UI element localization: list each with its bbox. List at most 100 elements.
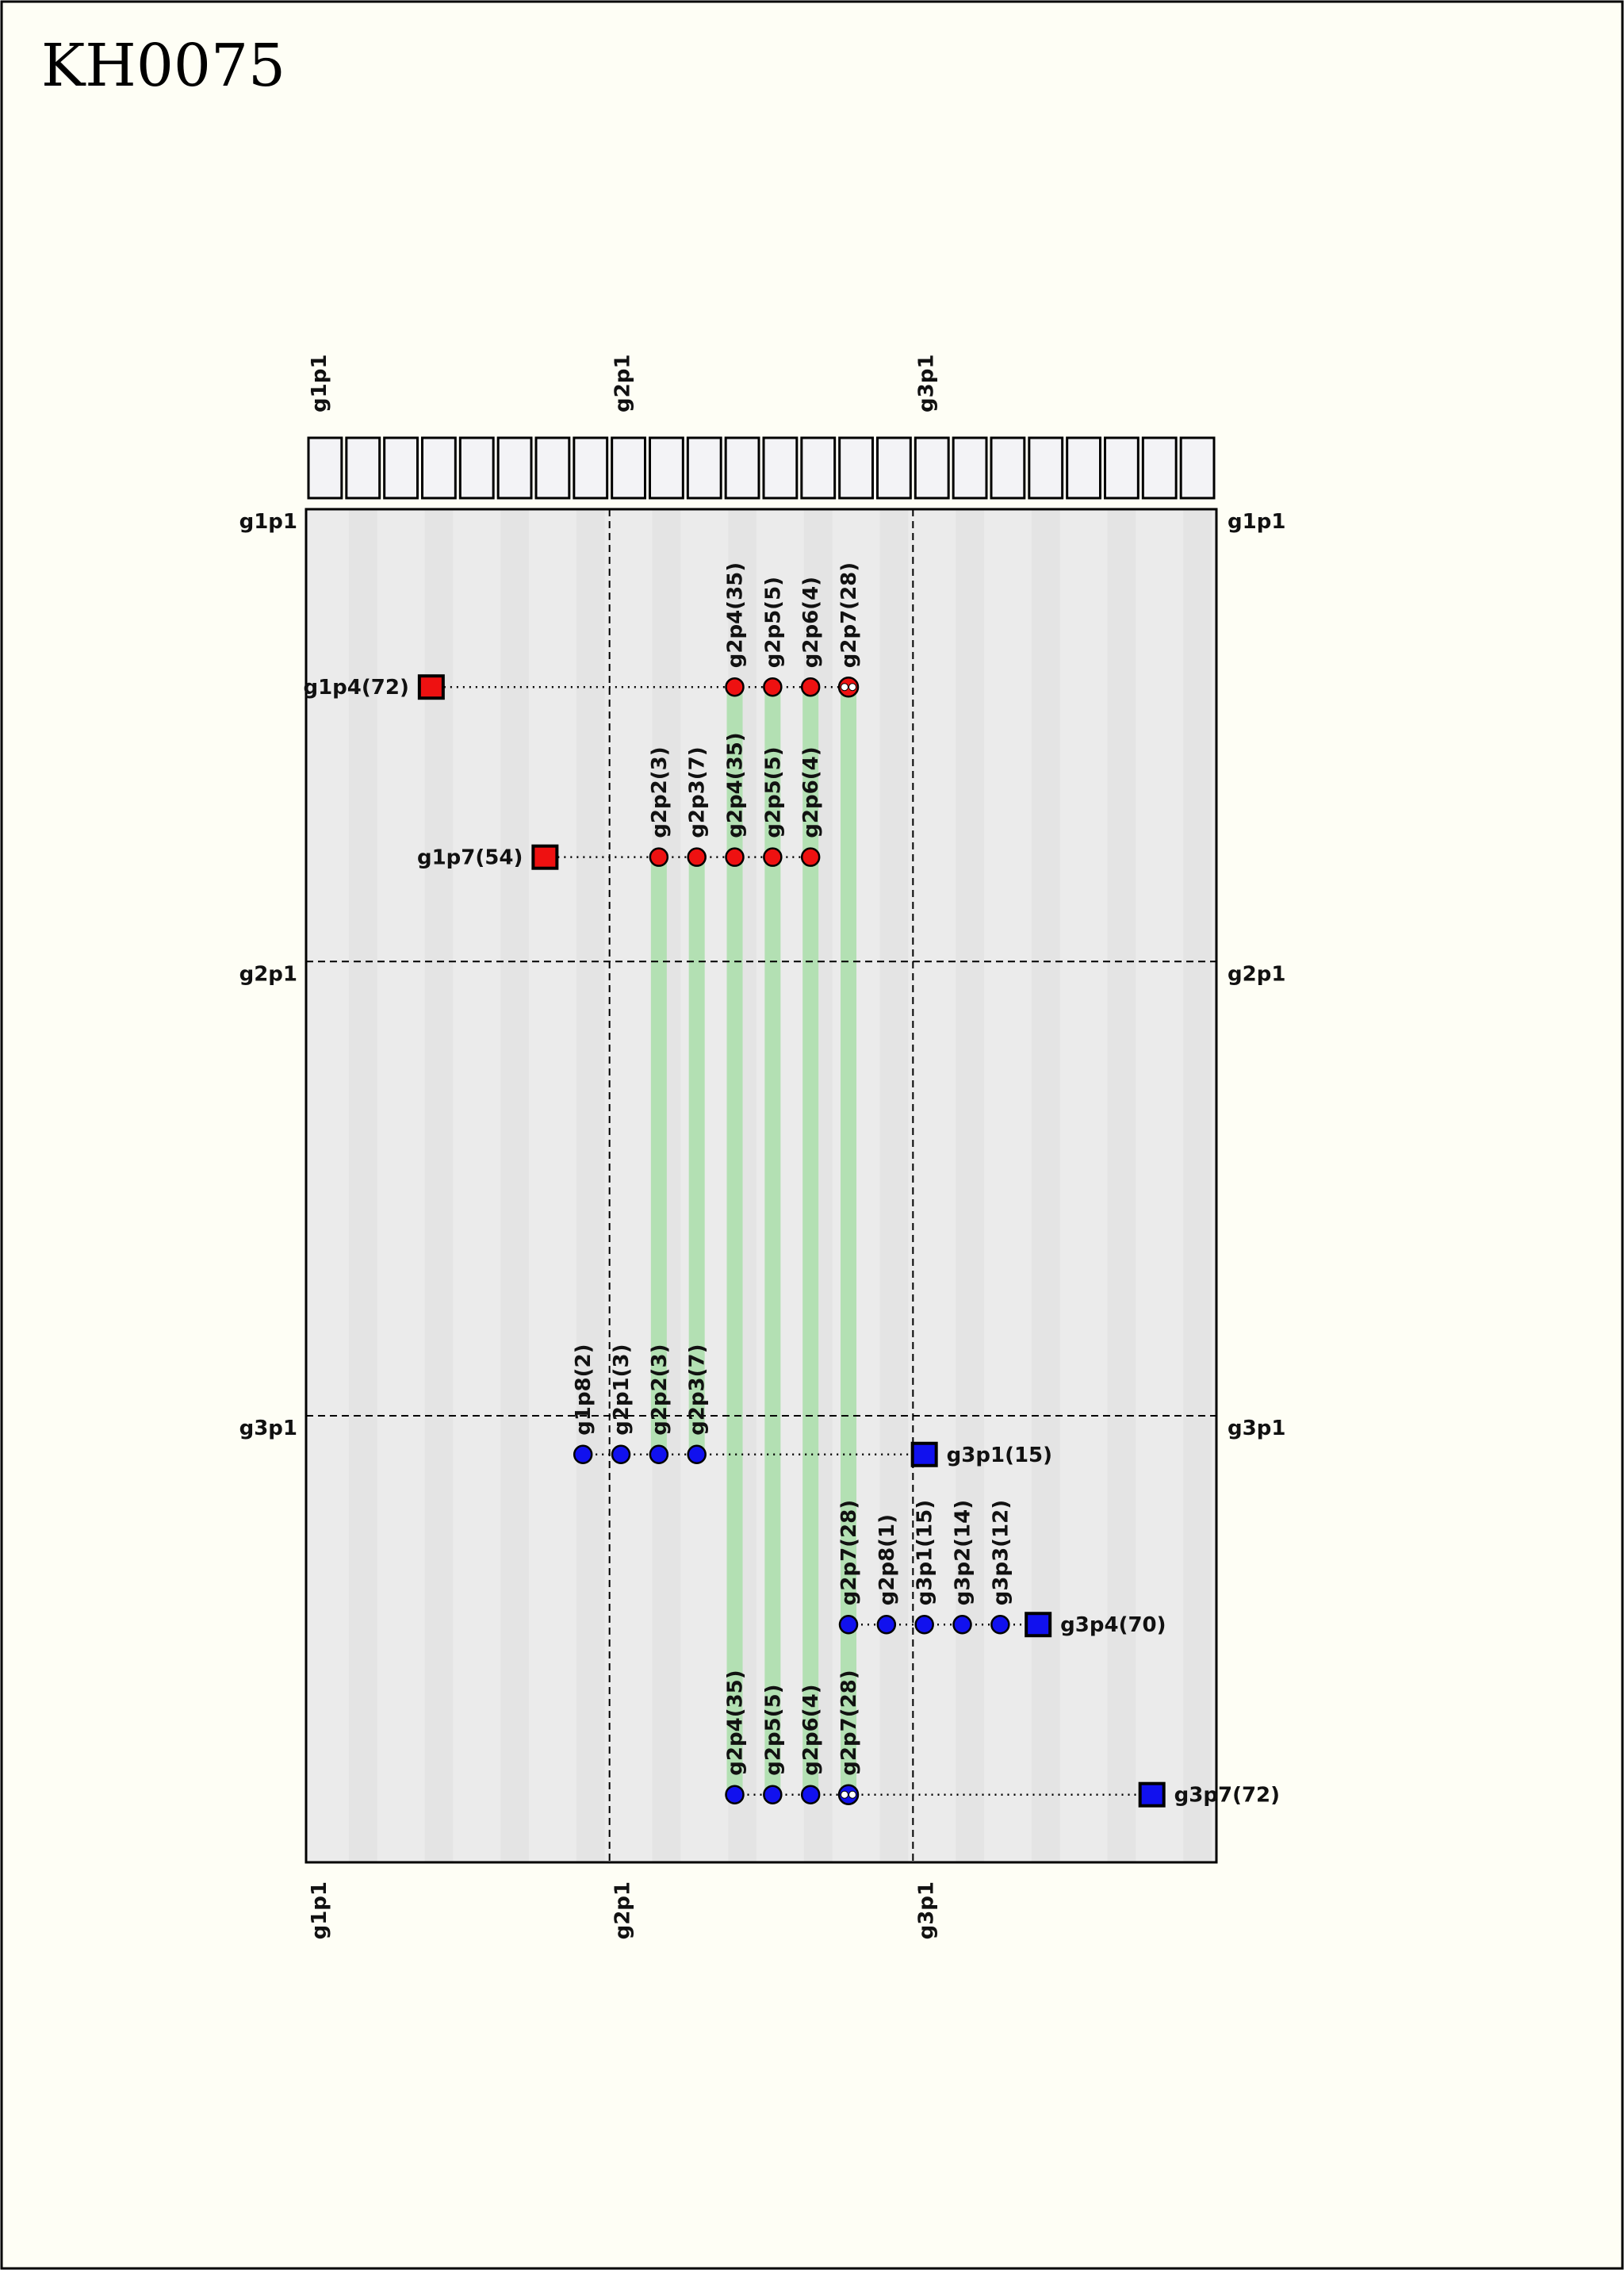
gene-dot: [611, 1444, 631, 1465]
gene-dot-marker: [841, 1790, 849, 1799]
anchor-square: [1025, 1612, 1052, 1638]
column-cell: [838, 436, 874, 500]
gene-dot: [649, 847, 669, 867]
gene-label: g2p3(7): [686, 1344, 710, 1435]
gene-dot: [800, 847, 821, 867]
right-row-label: g3p1: [1228, 1417, 1285, 1440]
column-cell: [686, 436, 722, 500]
right-row-label: g2p1: [1228, 962, 1285, 986]
column-cell: [952, 436, 988, 500]
gene-dot: [990, 1614, 1010, 1635]
gene-label: g2p5(5): [761, 746, 785, 838]
grid-stripe: [879, 509, 909, 1862]
bottom-axis-label: g2p1: [611, 1881, 635, 1939]
gene-label: g2p8(1): [875, 1514, 899, 1605]
top-axis-label: g3p1: [914, 355, 938, 412]
track-blue: g3p7(72) g2p4(35) g2p5(5) g2p6(4) g2p7(28): [724, 1670, 1280, 1808]
gene-dot: [687, 1444, 707, 1465]
column-cell: [1104, 436, 1139, 500]
gene-label: g2p2(3): [648, 1344, 672, 1435]
bottom-axis-label: g3p1: [914, 1881, 938, 1939]
column-cell: [611, 436, 647, 500]
column-cell: [762, 436, 799, 500]
column-cell: [1028, 436, 1064, 500]
gene-label: g2p7(28): [837, 562, 861, 668]
anchor-square: [1138, 1781, 1166, 1808]
gene-label: g2p5(5): [761, 577, 785, 668]
gene-dot: [649, 1444, 669, 1465]
column-cell: [990, 436, 1026, 500]
anchor-square: [910, 1441, 938, 1467]
column-cell: [724, 436, 760, 500]
gene-dot: [876, 1614, 897, 1635]
column-cell: [421, 436, 457, 500]
grid-stripe: [1031, 509, 1060, 1862]
gene-dot: [914, 1614, 934, 1635]
gene-label: g3p2(14): [952, 1500, 975, 1605]
grid-stripe: [1183, 509, 1212, 1862]
link-band: [688, 857, 705, 1455]
gene-dot: [725, 677, 745, 697]
gene-label: g1p8(2): [572, 1344, 596, 1435]
gene-label: g2p4(35): [724, 1670, 748, 1775]
gene-label: g2p6(4): [799, 1684, 823, 1775]
grid-background: [306, 509, 1216, 1862]
left-row-label: g3p1: [239, 1417, 297, 1440]
top-axis-label: g1p1: [308, 355, 331, 412]
gene-label: g2p6(4): [799, 577, 823, 668]
column-cell: [534, 436, 571, 500]
gene-label: g3p3(12): [989, 1500, 1013, 1605]
column-cell: [1066, 436, 1101, 500]
link-band: [764, 687, 781, 1795]
anchor-label: g1p7(54): [417, 846, 523, 870]
column-cell: [345, 436, 381, 500]
gene-dot: [725, 1785, 745, 1804]
grid-border: [304, 508, 1218, 1864]
grid-stripe: [1107, 509, 1136, 1862]
link-band: [841, 687, 857, 1795]
link-bands: [650, 687, 857, 1795]
gene-dot: [800, 677, 821, 697]
gene-dot: [763, 1785, 783, 1804]
gene-dot: [573, 1444, 593, 1465]
gene-label: g2p7(28): [837, 1500, 861, 1605]
link-band: [802, 687, 819, 1795]
grid-stripe: [956, 509, 984, 1862]
gene-dot-marker: [841, 683, 849, 692]
track-blue: g3p4(70)g2p7(28)g2p8(1)g3p1(15)g3p2(14)g…: [837, 1500, 1166, 1638]
left-row-label: g1p1: [239, 510, 297, 534]
page-title: KH0075: [41, 32, 285, 100]
grid-stripe: [348, 509, 377, 1862]
gene-dot: [763, 847, 783, 867]
gene-dot: [952, 1614, 972, 1635]
column-cell: [649, 436, 684, 500]
column-cell: [800, 436, 837, 500]
column-cell: [1179, 436, 1216, 500]
anchor-label: g3p7(72): [1174, 1784, 1280, 1808]
gene-label: g2p4(35): [724, 562, 748, 668]
anchor-square: [417, 674, 445, 700]
column-cell: [383, 436, 419, 500]
link-band: [650, 857, 667, 1455]
column-cell: [496, 436, 533, 500]
gene-label: g2p7(28): [837, 1670, 861, 1775]
gene-label: g2p5(5): [761, 1684, 785, 1775]
top-axis-label: g2p1: [611, 355, 635, 412]
link-band: [726, 687, 743, 1795]
anchor-label: g3p1(15): [947, 1444, 1052, 1467]
left-row-label: g2p1: [239, 962, 297, 986]
gene-dot: [763, 677, 783, 697]
grid-stripe: [424, 509, 454, 1862]
anchor-label: g1p4(72): [303, 676, 408, 700]
column-cell: [573, 436, 609, 500]
gene-label: g2p4(35): [724, 732, 748, 838]
gene-label: g3p1(15): [914, 1500, 937, 1605]
track-red: g1p4(72) g2p4(35) g2p5(5) g2p6(4) g2p7(28): [303, 562, 861, 700]
tracks: g1p4(72)g2p4(35)g2p5(5)g2p6(4)g2p7(28)g1…: [303, 562, 1280, 1808]
grid-stripe: [576, 509, 605, 1862]
bottom-axis-label: g1p1: [308, 1881, 331, 1939]
track-red: g1p7(54)g2p2(3)g2p3(7)g2p4(35)g2p5(5)g2p…: [417, 732, 823, 870]
